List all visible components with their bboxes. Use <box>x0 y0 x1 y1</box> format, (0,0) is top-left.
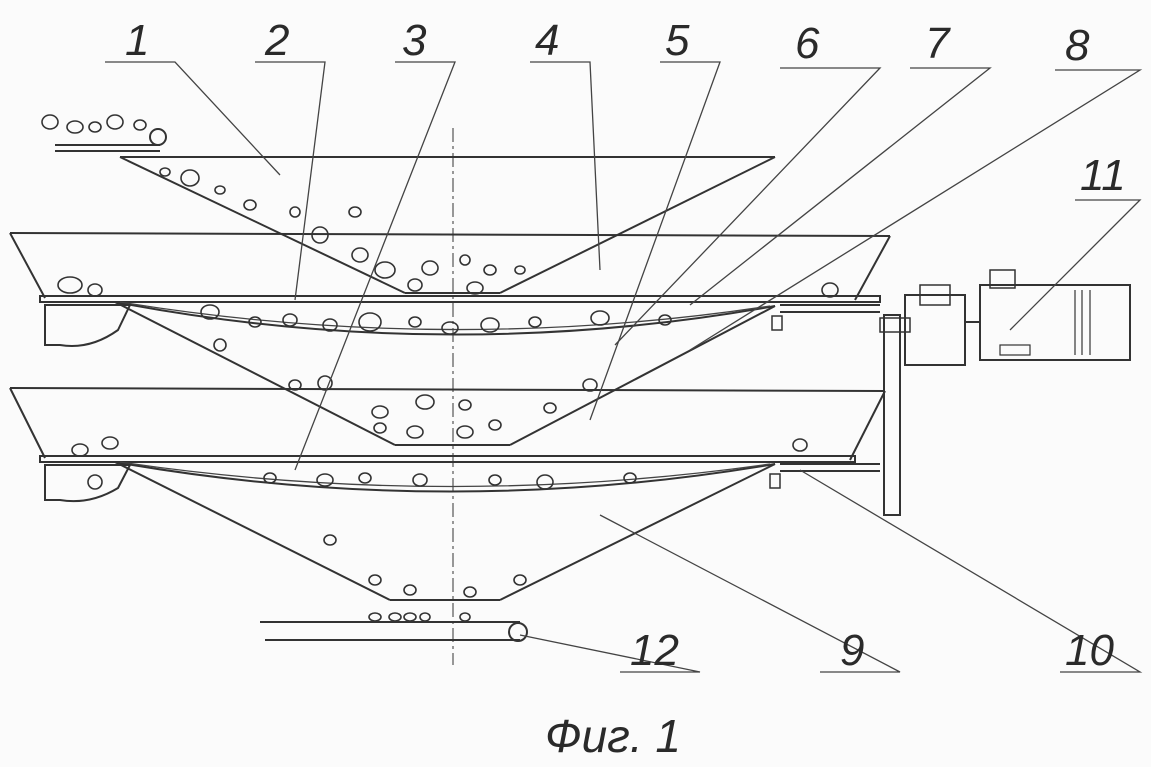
particle <box>134 120 146 130</box>
particle <box>375 262 395 278</box>
particle <box>88 475 102 489</box>
particle <box>215 186 225 194</box>
discharge-conveyor <box>260 622 527 641</box>
particle <box>89 122 101 132</box>
particle <box>489 420 501 430</box>
particle <box>409 317 421 327</box>
label-4: 4 <box>535 16 559 65</box>
particle <box>460 613 470 621</box>
particle <box>624 473 636 483</box>
particle <box>407 426 423 438</box>
particle <box>404 613 416 621</box>
lower-tray <box>10 388 885 600</box>
label-1: 1 <box>125 16 149 65</box>
particle <box>67 121 83 133</box>
upper-tray <box>10 233 890 445</box>
particle <box>529 317 541 327</box>
particle <box>369 613 381 621</box>
particle <box>544 403 556 413</box>
part-labels: 1 2 3 4 5 6 7 8 9 10 11 12 <box>125 16 1126 675</box>
particle <box>459 400 471 410</box>
particle <box>442 322 458 334</box>
particle <box>72 444 88 456</box>
particle <box>290 207 300 217</box>
particle <box>408 279 422 291</box>
figure-caption: Фиг. 1 <box>545 710 681 762</box>
label-6: 6 <box>795 19 820 68</box>
label-3: 3 <box>402 16 427 65</box>
particle <box>413 474 427 486</box>
particle <box>515 266 525 274</box>
particle <box>537 475 553 489</box>
particle <box>244 200 256 210</box>
particle <box>102 437 118 449</box>
particle <box>420 613 430 621</box>
label-8: 8 <box>1065 21 1090 70</box>
particle <box>457 426 473 438</box>
particle <box>389 613 401 621</box>
particle <box>460 255 470 265</box>
particle <box>58 277 82 293</box>
label-9: 9 <box>840 626 864 675</box>
particle <box>464 587 476 597</box>
particle <box>416 395 434 409</box>
particle <box>793 439 807 451</box>
particle <box>359 473 371 483</box>
particle <box>404 585 416 595</box>
label-10: 10 <box>1065 626 1114 675</box>
particle <box>822 283 838 297</box>
material-particles <box>42 115 838 621</box>
particle <box>318 376 332 390</box>
particle <box>484 265 496 275</box>
particle <box>88 284 102 296</box>
particle <box>352 248 368 262</box>
label-12: 12 <box>630 626 679 675</box>
particle <box>324 535 336 545</box>
label-5: 5 <box>665 16 690 65</box>
particle <box>181 170 199 186</box>
label-11: 11 <box>1080 151 1126 200</box>
particle <box>349 207 361 217</box>
loading-hopper <box>120 157 775 293</box>
particle <box>591 311 609 325</box>
particle <box>264 473 276 483</box>
particle <box>369 575 381 585</box>
particle <box>514 575 526 585</box>
particle <box>107 115 123 129</box>
particle <box>214 339 226 351</box>
particle <box>42 115 58 129</box>
particle <box>160 168 170 176</box>
particle <box>372 406 388 418</box>
particle <box>317 474 333 486</box>
leader-lines <box>105 62 1140 672</box>
particle <box>283 314 297 326</box>
label-7: 7 <box>925 19 951 68</box>
particle <box>489 475 501 485</box>
drive-unit <box>880 270 1130 515</box>
particle <box>374 423 386 433</box>
label-2: 2 <box>264 16 289 65</box>
particle <box>422 261 438 275</box>
